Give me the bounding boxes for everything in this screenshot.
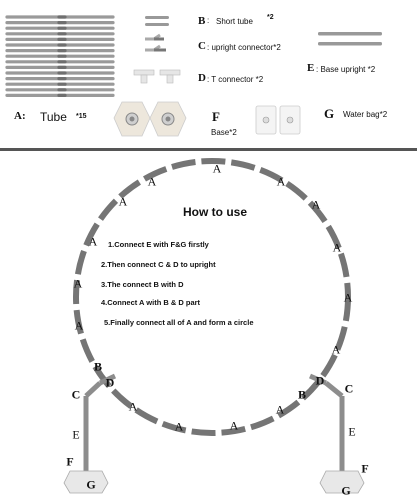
label-e-right: E bbox=[348, 424, 356, 439]
label-d-left: D bbox=[105, 375, 115, 390]
label-a-9: A bbox=[332, 240, 342, 255]
label-a-15: A bbox=[275, 402, 285, 417]
step-1: 1.Connect E with F&G firstly bbox=[108, 240, 209, 249]
water-bag-image bbox=[255, 105, 301, 135]
upright-connector-name: : upright connector*2 bbox=[207, 43, 281, 52]
label-f-right: F bbox=[361, 461, 369, 476]
step-3: 3.The connect B with D bbox=[101, 280, 184, 289]
base-name: Base*2 bbox=[211, 128, 237, 137]
left-short-tube bbox=[98, 373, 117, 386]
label-a-1: A bbox=[212, 161, 222, 176]
label-g-left: G bbox=[86, 477, 96, 492]
label-b-left: B bbox=[93, 359, 103, 374]
label-f-left: F bbox=[66, 454, 74, 469]
upright-connector-image bbox=[145, 33, 166, 52]
base-upright-name: : Base upright *2 bbox=[316, 65, 376, 74]
label-a-14: A bbox=[229, 418, 239, 433]
step-4: 4.Connect A with B & D part bbox=[101, 298, 201, 307]
right-short-tube bbox=[308, 373, 328, 386]
short-tube-qty: *2 bbox=[267, 14, 274, 21]
label-a-12: A bbox=[128, 399, 138, 414]
label-g-right: G bbox=[341, 483, 351, 498]
short-tube-image bbox=[145, 16, 169, 26]
label-a-3: A bbox=[118, 194, 128, 209]
label-b-right: B bbox=[297, 387, 307, 402]
short-tube-letter: B bbox=[198, 15, 206, 27]
short-tube-sep: : bbox=[207, 16, 210, 25]
t-connector-letter: D bbox=[198, 72, 206, 84]
base-image bbox=[113, 101, 187, 137]
parts-list-panel: A: Tube *15 B : Short tube *2 C : uprigh… bbox=[0, 0, 417, 148]
base-upright-letter: E bbox=[307, 62, 315, 74]
label-c-left: C bbox=[71, 387, 81, 402]
left-base bbox=[63, 470, 109, 494]
step-2: 2.Then connect C & D to upright bbox=[101, 260, 216, 269]
step-5: 5.Finally connect all of A and form a ci… bbox=[104, 318, 254, 327]
label-a-5: A bbox=[73, 276, 83, 291]
circle-arch bbox=[73, 158, 351, 436]
t-connector-image bbox=[133, 69, 181, 84]
arch-drawing bbox=[63, 158, 365, 494]
short-tube-name: Short tube bbox=[216, 17, 253, 26]
label-c-right: C bbox=[344, 381, 354, 396]
label-a-7: A bbox=[276, 174, 286, 189]
label-a-13: A bbox=[174, 419, 184, 434]
right-upright-connector bbox=[324, 381, 344, 398]
left-upright-connector bbox=[84, 381, 102, 398]
label-e-left: E bbox=[72, 427, 80, 442]
label-a-11: A bbox=[331, 342, 341, 357]
label-a-2: A bbox=[147, 174, 157, 189]
upright-connector-letter: C bbox=[198, 40, 206, 52]
tube-letter: A: bbox=[14, 110, 26, 122]
label-a-4: A bbox=[88, 234, 98, 249]
label-a-10: A bbox=[343, 290, 353, 305]
label-a-8: A bbox=[311, 197, 321, 212]
assembly-diagram: A A A A A A A A A A A A A A A B B D D C … bbox=[0, 151, 417, 500]
water-bag-name: Water bag*2 bbox=[343, 110, 388, 119]
section-divider bbox=[0, 148, 417, 151]
right-base bbox=[319, 470, 365, 494]
tube-name: Tube bbox=[40, 110, 67, 124]
tube-bundle-image bbox=[5, 15, 115, 98]
base-upright-image bbox=[318, 32, 382, 46]
tube-qty: *15 bbox=[76, 113, 87, 120]
label-a-6: A bbox=[74, 318, 84, 333]
how-to-use-title: How to use bbox=[183, 205, 248, 219]
t-connector-name: : T connector *2 bbox=[207, 75, 264, 84]
water-bag-letter: G bbox=[324, 106, 335, 121]
base-letter: F bbox=[212, 109, 220, 124]
label-d-right: D bbox=[315, 373, 325, 388]
